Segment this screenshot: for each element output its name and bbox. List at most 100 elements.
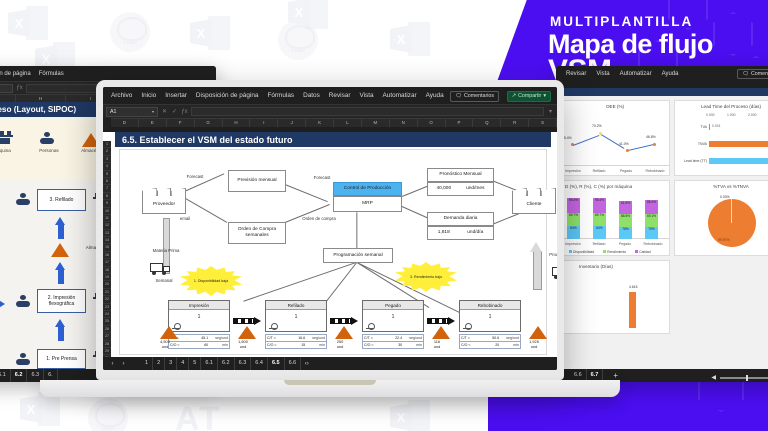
column-header[interactable]: L <box>334 119 362 127</box>
customer-label: Cliente <box>512 195 556 214</box>
name-box[interactable]: A1 ▾ <box>106 106 158 117</box>
pronostico-unit: und/mes <box>466 186 485 191</box>
sheet-tab[interactable]: 6.3 <box>27 369 45 382</box>
menu-item[interactable]: Vista <box>596 70 610 77</box>
sheet-tab-1[interactable]: 1 <box>141 357 154 370</box>
menu-datos[interactable]: Datos <box>303 92 320 99</box>
right-sheet-tabbar[interactable]: 6.6 6.7 + ◀ <box>556 368 768 382</box>
chart-card-tva: %TVA vs %TNVA 0.03% 99.97% <box>674 180 768 256</box>
laptop-lid: Archivo Inicio Insertar Disposición de p… <box>96 80 564 380</box>
excel-logo-watermark: X <box>288 0 328 29</box>
column-header[interactable]: D <box>111 119 139 127</box>
sheet-tab[interactable]: 6.1 <box>0 369 11 382</box>
sheet-tab-66[interactable]: 6.6 <box>285 357 302 370</box>
drc-rendimiento: 86.5% <box>619 214 632 227</box>
zoom-out-icon[interactable]: ◀ <box>711 375 716 381</box>
menu-vista[interactable]: Vista <box>359 92 374 99</box>
inventory-triangle-icon <box>335 326 353 339</box>
sheet-tab-active-65[interactable]: 6.5 <box>267 356 285 370</box>
column-header[interactable]: G <box>195 119 223 127</box>
inventario-value-label: 4.615 <box>629 285 638 289</box>
column-header[interactable]: R <box>501 119 530 127</box>
column-header[interactable]: S <box>529 119 557 127</box>
zoom-slider[interactable] <box>720 374 768 381</box>
sheet-tab-3[interactable]: 3 <box>165 357 178 370</box>
menu-item[interactable]: Fórmulas <box>38 70 64 77</box>
prev-sheet-arrow[interactable]: ‹ <box>111 360 114 367</box>
chevron-down-icon[interactable]: ▾ <box>151 109 154 114</box>
column-header[interactable]: E <box>139 119 167 127</box>
leadtime-bar <box>709 158 768 164</box>
column-header[interactable]: Q <box>473 119 502 127</box>
right-menubar: Revisar Vista Automatizar Ayuda 🗨 Coment… <box>556 66 768 81</box>
front-sheet-tabbar[interactable]: ‹ › 1 2 3 4 5 6.1 6.2 6.3 6.4 6.5 6.6 ‹› <box>103 356 557 370</box>
oee-tick: Impresión <box>565 169 581 173</box>
column-header[interactable]: M <box>362 119 390 127</box>
chart-title-inventario: Inventario (Días) <box>579 264 613 269</box>
menu-item[interactable]: Automatizar <box>619 70 652 77</box>
drc-calidad: 85.4% <box>645 200 658 214</box>
excel-logo-watermark: X <box>390 400 430 431</box>
menu-automatizar[interactable]: Automatizar <box>382 92 417 99</box>
oee-data-point <box>599 132 602 135</box>
sheet-tab-64[interactable]: 6.4 <box>251 357 268 370</box>
sheet-tab-active[interactable]: 6.2 <box>10 368 28 382</box>
sheet-tab-4[interactable]: 4 <box>177 357 190 370</box>
fx-icon[interactable]: ƒx <box>181 108 188 115</box>
sheet-tab[interactable]: 6. <box>44 369 58 382</box>
column-header[interactable]: O <box>418 119 446 127</box>
column-header[interactable]: J <box>278 119 307 127</box>
drc-tick: Pegado <box>618 242 632 246</box>
menu-disposicion[interactable]: Disposición de página <box>195 92 259 99</box>
sheet-tab-62[interactable]: 6.2 <box>218 357 235 370</box>
menu-ayuda[interactable]: Ayuda <box>425 92 444 99</box>
menu-item[interactable]: Ayuda <box>661 70 679 77</box>
materia-prima-label: Materia Prima <box>152 248 180 253</box>
column-header[interactable]: F <box>167 119 195 127</box>
menu-item[interactable]: Disposición de página <box>0 70 31 77</box>
background-window-dashboard[interactable]: Revisar Vista Automatizar Ayuda 🗨 Coment… <box>556 66 768 382</box>
process-operators: 1 <box>197 314 201 320</box>
drc-disponibilidad: 79% <box>645 227 658 239</box>
formula-input[interactable] <box>191 107 544 116</box>
sheet-tab-5[interactable]: 5 <box>189 357 202 370</box>
column-header[interactable]: P <box>446 119 474 127</box>
ct-label: C/T = <box>364 335 373 340</box>
sheet-tab-2[interactable]: 2 <box>153 357 166 370</box>
zoom-control[interactable]: ◀ <box>711 374 768 381</box>
sheet-tab[interactable]: 6.6 <box>570 369 587 382</box>
menu-inicio[interactable]: Inicio <box>141 92 157 99</box>
process-data-pegado: C/T = 22.4 seg/und C/O = 30 min <box>362 334 424 350</box>
pie-slice-tva <box>731 199 733 223</box>
scroll-tabs-icon[interactable]: ‹› <box>304 360 309 367</box>
confirm-icon[interactable]: ✓ <box>171 109 178 115</box>
oee-tick: Rebobinado <box>645 169 665 173</box>
menu-archivo[interactable]: Archivo <box>111 92 133 99</box>
inventory-label: 1,600 und <box>230 339 256 349</box>
process-box-impresion: Impresión 1 <box>168 300 230 332</box>
add-sheet-button[interactable]: + <box>613 371 618 380</box>
left-name-box[interactable] <box>0 83 13 93</box>
column-header[interactable]: H <box>223 119 251 127</box>
flow-arrow-up-icon <box>55 262 66 284</box>
comments-button[interactable]: 🗨 Comentarios <box>450 90 499 102</box>
next-sheet-arrow[interactable]: › <box>122 360 125 367</box>
menu-item[interactable]: Revisar <box>566 70 587 77</box>
cancel-icon[interactable]: ✕ <box>161 109 168 115</box>
expand-formula-icon[interactable]: ▾ <box>548 109 552 115</box>
column-header[interactable]: K <box>306 119 334 127</box>
mrp-box: MRP <box>333 196 402 212</box>
column-header[interactable]: N <box>390 119 418 127</box>
share-button[interactable]: ↗ Compartir ▾ <box>506 90 551 102</box>
menu-insertar[interactable]: Insertar <box>165 92 187 99</box>
comments-button[interactable]: 🗨 Comentarios <box>737 68 768 79</box>
drc-stack: 95.4% 69.7% 84% <box>593 198 606 239</box>
menu-revisar[interactable]: Revisar <box>328 92 351 99</box>
column-header[interactable]: I <box>250 119 279 127</box>
share-label: Compartir <box>518 93 542 99</box>
co-label: C/O = <box>170 342 180 347</box>
sheet-tab-61[interactable]: 6.1 <box>201 357 218 370</box>
sheet-tab-63[interactable]: 6.3 <box>235 357 252 370</box>
menu-formulas[interactable]: Fórmulas <box>267 92 295 99</box>
